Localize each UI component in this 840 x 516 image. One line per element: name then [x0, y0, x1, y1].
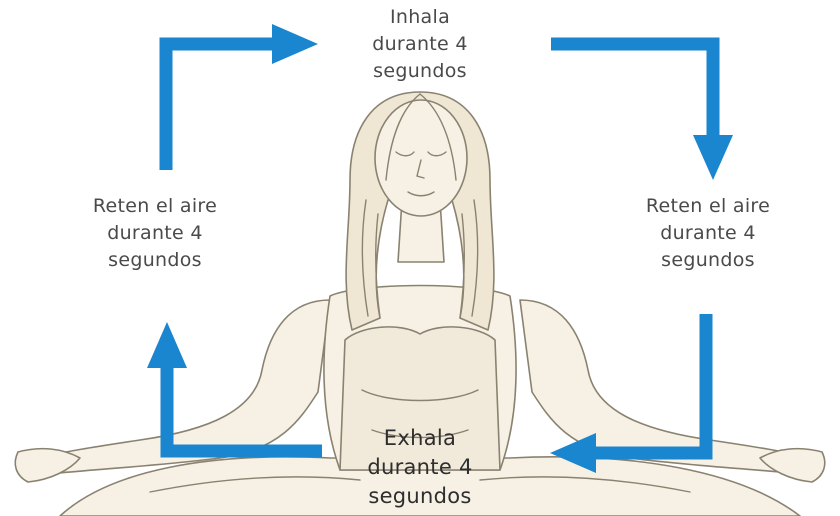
step-exhale-line1: Exhala [320, 424, 520, 453]
step-hold-left-line2: durante 4 [55, 220, 255, 247]
step-hold-left-line3: segundos [55, 247, 255, 274]
arrow-top-right [551, 44, 733, 180]
arrow-top-left [166, 24, 318, 170]
arrow-bottom-right [550, 314, 706, 473]
step-exhale-line2: durante 4 [320, 453, 520, 482]
step-exhale-line3: segundos [320, 482, 520, 511]
arrow-bottom-left [147, 322, 322, 451]
step-exhale-label: Exhala durante 4 segundos [320, 424, 520, 511]
step-inhale-line1: Inhala [320, 4, 520, 31]
step-hold-right-label: Reten el aire durante 4 segundos [608, 193, 808, 274]
step-inhale-label: Inhala durante 4 segundos [320, 4, 520, 85]
step-hold-right-line1: Reten el aire [608, 193, 808, 220]
step-inhale-line2: durante 4 [320, 31, 520, 58]
step-hold-right-line3: segundos [608, 247, 808, 274]
step-inhale-line3: segundos [320, 58, 520, 85]
step-hold-left-line1: Reten el aire [55, 193, 255, 220]
step-hold-right-line2: durante 4 [608, 220, 808, 247]
step-hold-left-label: Reten el aire durante 4 segundos [55, 193, 255, 274]
